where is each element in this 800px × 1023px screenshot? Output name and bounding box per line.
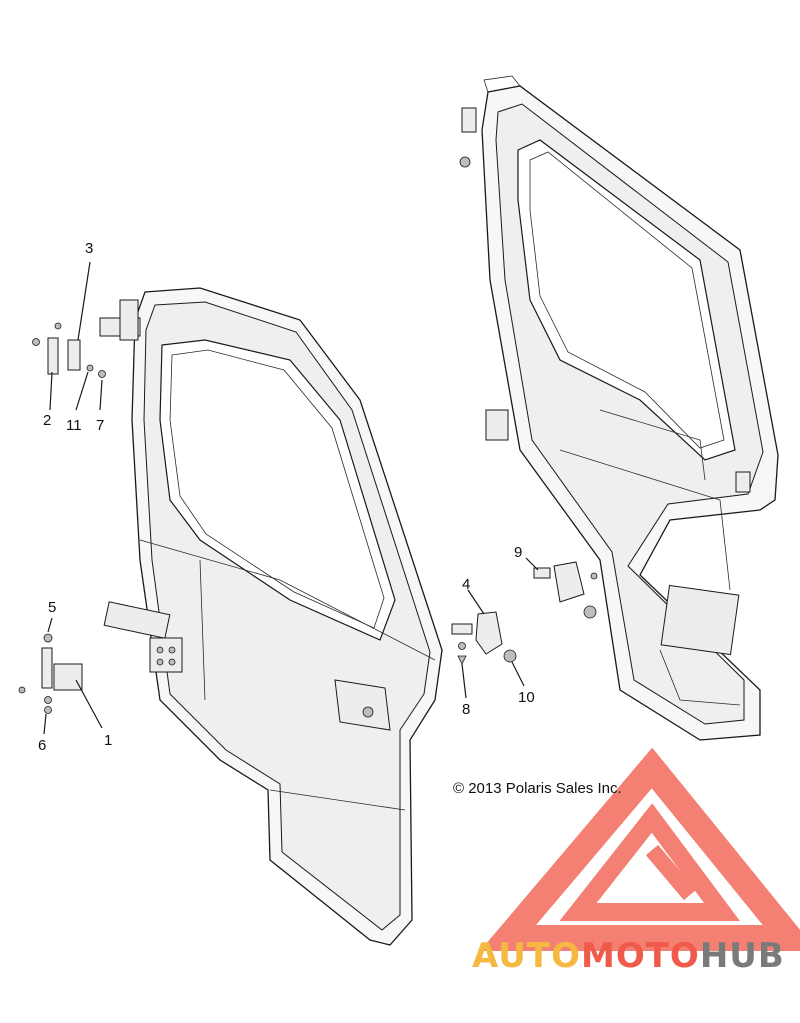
callout-7: 7 — [96, 417, 104, 434]
watermark-triangle — [479, 747, 800, 951]
latch-parts — [451, 589, 525, 699]
door-outer-view — [99, 287, 443, 946]
callout-6: 6 — [38, 737, 46, 754]
upper-hinge-parts — [32, 261, 106, 411]
callout-4: 4 — [462, 576, 470, 593]
logo-part-auto: AUTO — [472, 936, 581, 976]
callout-10: 10 — [518, 689, 535, 706]
logo-part-moto: MOTO — [580, 936, 700, 976]
lower-hinge-parts — [18, 617, 103, 735]
callout-5: 5 — [48, 599, 56, 616]
door-inner-view — [459, 75, 779, 741]
callout-9: 9 — [514, 544, 522, 561]
striker-parts — [525, 557, 598, 619]
callout-8: 8 — [462, 701, 470, 718]
callout-2: 2 — [43, 412, 51, 429]
logo-part-hub: HUB — [699, 936, 785, 976]
callout-3: 3 — [85, 240, 93, 257]
watermark-logo-text: AUTOMOTOHUB — [472, 936, 785, 976]
callout-11: 11 — [66, 417, 82, 434]
callout-1: 1 — [104, 732, 112, 749]
copyright-notice: © 2013 Polaris Sales Inc. — [453, 780, 622, 797]
